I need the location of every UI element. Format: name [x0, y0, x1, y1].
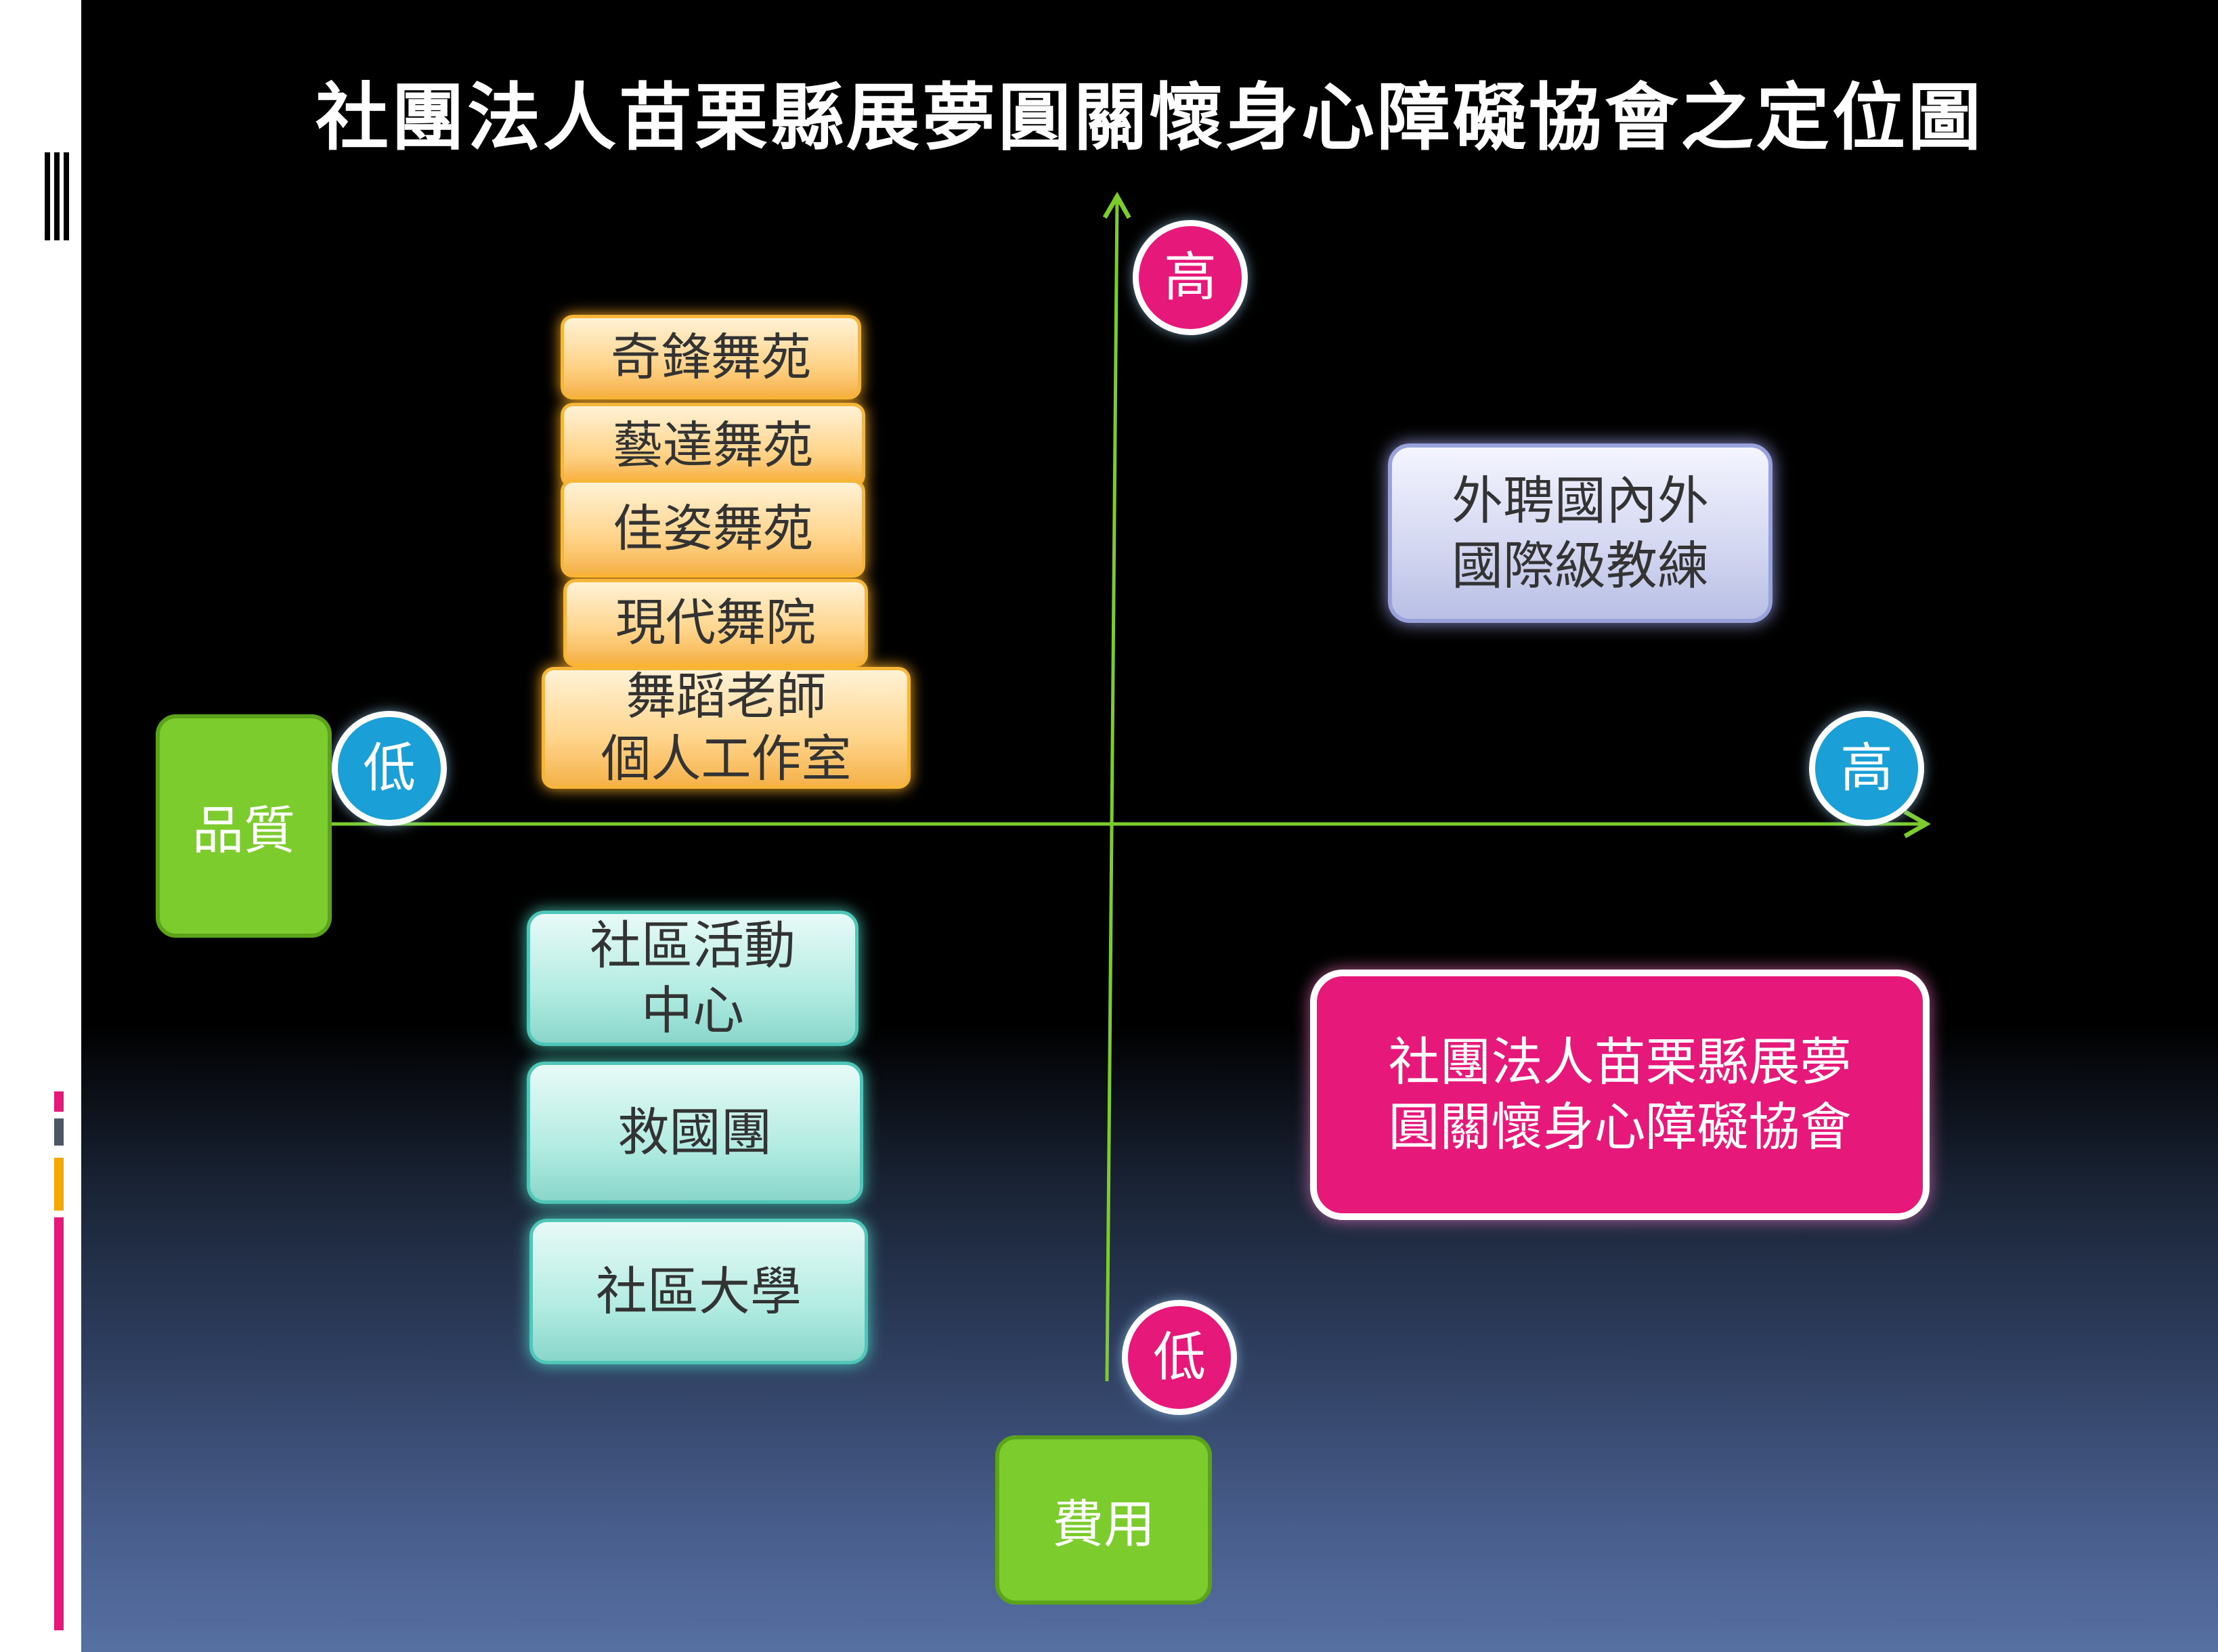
slide: 社團法人苗栗縣展夢圓關懷身心障礙協會之定位圖 高 低 高 低 品質 費用 奇鋒舞… — [81, 0, 2218, 1652]
page-title: 社團法人苗栗縣展夢圓關懷身心障礙協會之定位圖 — [315, 76, 1984, 160]
box-line: 中心 — [641, 980, 744, 1041]
x-axis-label-box: 品質 — [156, 714, 332, 938]
x-low-label: 低 — [362, 738, 416, 799]
box-line: 社團法人苗栗縣展夢 — [1388, 1032, 1852, 1092]
competitor-box-cyc: 救國團 — [527, 1062, 863, 1204]
y-axis-label-box: 費用 — [995, 1435, 1212, 1605]
box-line: 外聘國內外 — [1452, 470, 1709, 531]
competitor-box-jiazi: 佳姿舞苑 — [561, 479, 865, 578]
decorative-lines — [45, 152, 79, 240]
x-axis-label: 品質 — [192, 800, 295, 861]
y-low-label: 低 — [1152, 1327, 1206, 1388]
organization-box: 社團法人苗栗縣展夢 圓關懷身心障礙協會 — [1310, 970, 1930, 1220]
x-high-marker: 高 — [1809, 711, 1924, 826]
competitor-box-modern: 現代舞院 — [563, 579, 868, 667]
y-high-label: 高 — [1163, 247, 1217, 308]
box-line: 奇鋒舞苑 — [611, 328, 811, 387]
competitor-box-community-college: 社區大學 — [529, 1219, 868, 1364]
box-line: 佳姿舞苑 — [613, 499, 813, 558]
decor-bar-pink-long — [54, 1217, 64, 1630]
axes — [332, 192, 1931, 1382]
y-axis-line — [1102, 192, 1131, 1382]
box-line: 救國團 — [617, 1102, 773, 1162]
box-line: 圓關懷身心障礙協會 — [1388, 1097, 1852, 1157]
competitor-box-dance-teacher: 舞蹈老師 個人工作室 — [542, 667, 911, 789]
box-line: 社區大學 — [596, 1261, 802, 1322]
left-margin — [0, 0, 81, 1652]
box-line: 個人工作室 — [601, 730, 852, 788]
x-low-marker: 低 — [332, 711, 447, 826]
competitor-box-yida: 藝達舞苑 — [561, 403, 865, 487]
y-axis-label: 費用 — [1052, 1494, 1155, 1555]
y-high-marker: 高 — [1133, 220, 1248, 335]
decor-bar-pink-top — [54, 1091, 64, 1112]
decor-bar-gray — [54, 1118, 64, 1146]
box-line: 國際級教練 — [1452, 535, 1709, 596]
y-low-marker: 低 — [1122, 1300, 1237, 1415]
x-high-label: 高 — [1840, 738, 1893, 799]
box-line: 舞蹈老師 — [626, 668, 827, 726]
box-line: 藝達舞苑 — [613, 416, 813, 475]
decor-bar-orange — [54, 1158, 64, 1211]
competitor-box-qifeng: 奇鋒舞苑 — [561, 315, 861, 399]
box-line: 社區活動 — [590, 915, 796, 976]
competitor-box-community-center: 社區活動 中心 — [527, 911, 858, 1046]
competitor-box-intl-coach: 外聘國內外 國際級教練 — [1388, 443, 1773, 623]
box-line: 現代舞院 — [615, 594, 816, 652]
